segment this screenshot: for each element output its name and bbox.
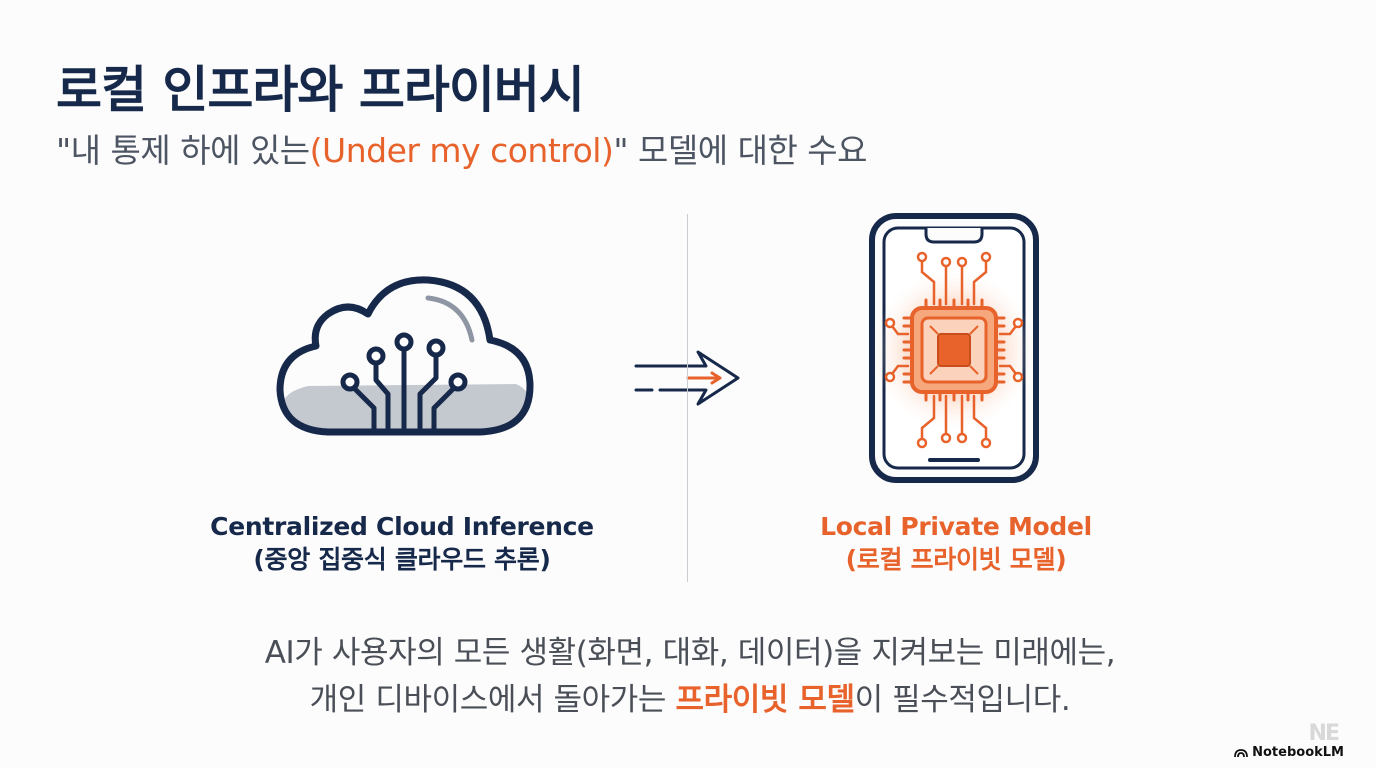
brand-mark: NE [1308,721,1340,746]
body-line-2-accent: 프라이빗 모델 [675,682,855,718]
double-arrow-right-icon [634,350,740,406]
body-line-2: 개인 디바이스에서 돌아가는 프라이빗 모델이 필수적입니다. [140,677,1240,724]
cloud-caption: Centralized Cloud Inference (중앙 집중식 클라우드… [190,510,614,576]
body-text: AI가 사용자의 모든 생활(화면, 대화, 데이터)을 지켜보는 미래에는, … [140,630,1240,724]
smartphone-chip-icon [869,213,1039,483]
brand-label: NotebookLM [1234,745,1344,760]
page-subtitle: "내 통제 하에 있는(Under my control)" 모델에 대한 수요 [56,124,868,172]
subtitle-accent: (Under my control) [309,131,614,170]
body-line-1: AI가 사용자의 모든 생활(화면, 대화, 데이터)을 지켜보는 미래에는, [264,635,1116,671]
local-caption: Local Private Model (로컬 프라이빗 모델) [764,510,1148,576]
column-divider [687,214,688,582]
brand-name: NotebookLM [1252,745,1344,760]
body-line-2-prefix: 개인 디바이스에서 돌아가는 [309,682,676,718]
local-caption-en: Local Private Model [820,512,1092,541]
subtitle-suffix: " 모델에 대한 수요 [613,131,868,170]
notebooklm-logo-icon [1234,748,1249,757]
page-title: 로컬 인프라와 프라이버시 [56,61,585,119]
cloud-caption-en: Centralized Cloud Inference [210,512,594,541]
cloud-network-icon [276,276,534,436]
subtitle-prefix: "내 통제 하에 있는 [56,131,310,170]
body-line-2-suffix: 이 필수적입니다. [854,682,1071,718]
local-caption-ko: (로컬 프라이빗 모델) [845,545,1067,574]
cloud-caption-ko: (중앙 집중식 클라우드 추론) [253,545,551,574]
